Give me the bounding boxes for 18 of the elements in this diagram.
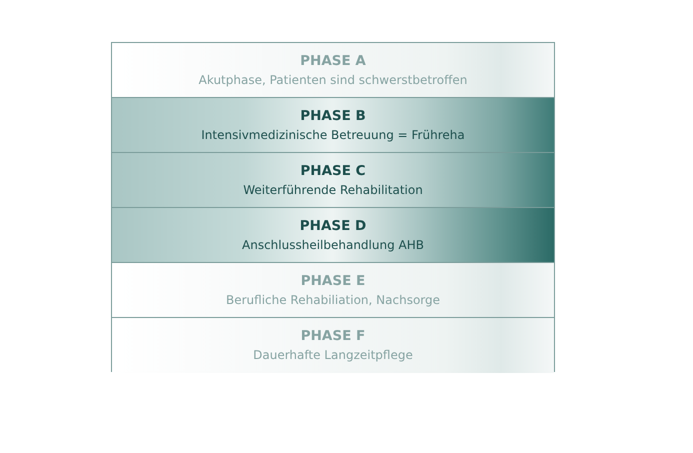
phase-description: Anschlussheilbehandlung AHB (242, 238, 424, 253)
phase-description: Weiterführende Rehabilitation (243, 183, 423, 198)
phase-row (112, 208, 554, 263)
phase-heading: PHASE B (300, 108, 366, 124)
phase-row (112, 263, 554, 318)
phase-heading: PHASE C (300, 163, 366, 179)
phase-row (112, 43, 554, 98)
phase-heading: PHASE A (300, 53, 366, 69)
phase-heading: PHASE E (300, 273, 366, 289)
phase-description: Akutphase, Patienten sind schwerstbetroffen (198, 73, 468, 88)
phase-heading: PHASE F (300, 328, 366, 344)
phase-heading: PHASE D (300, 218, 366, 234)
phase-row (112, 318, 554, 373)
phase-row (112, 153, 554, 208)
phase-description: Dauerhafte Langzeitpflege (253, 348, 413, 363)
phase-description: Berufliche Rehabiliation, Nachsorge (226, 293, 440, 308)
phase-description: Intensivmedizinische Betreuung = Frühreha (201, 128, 465, 143)
phase-row (112, 98, 554, 153)
